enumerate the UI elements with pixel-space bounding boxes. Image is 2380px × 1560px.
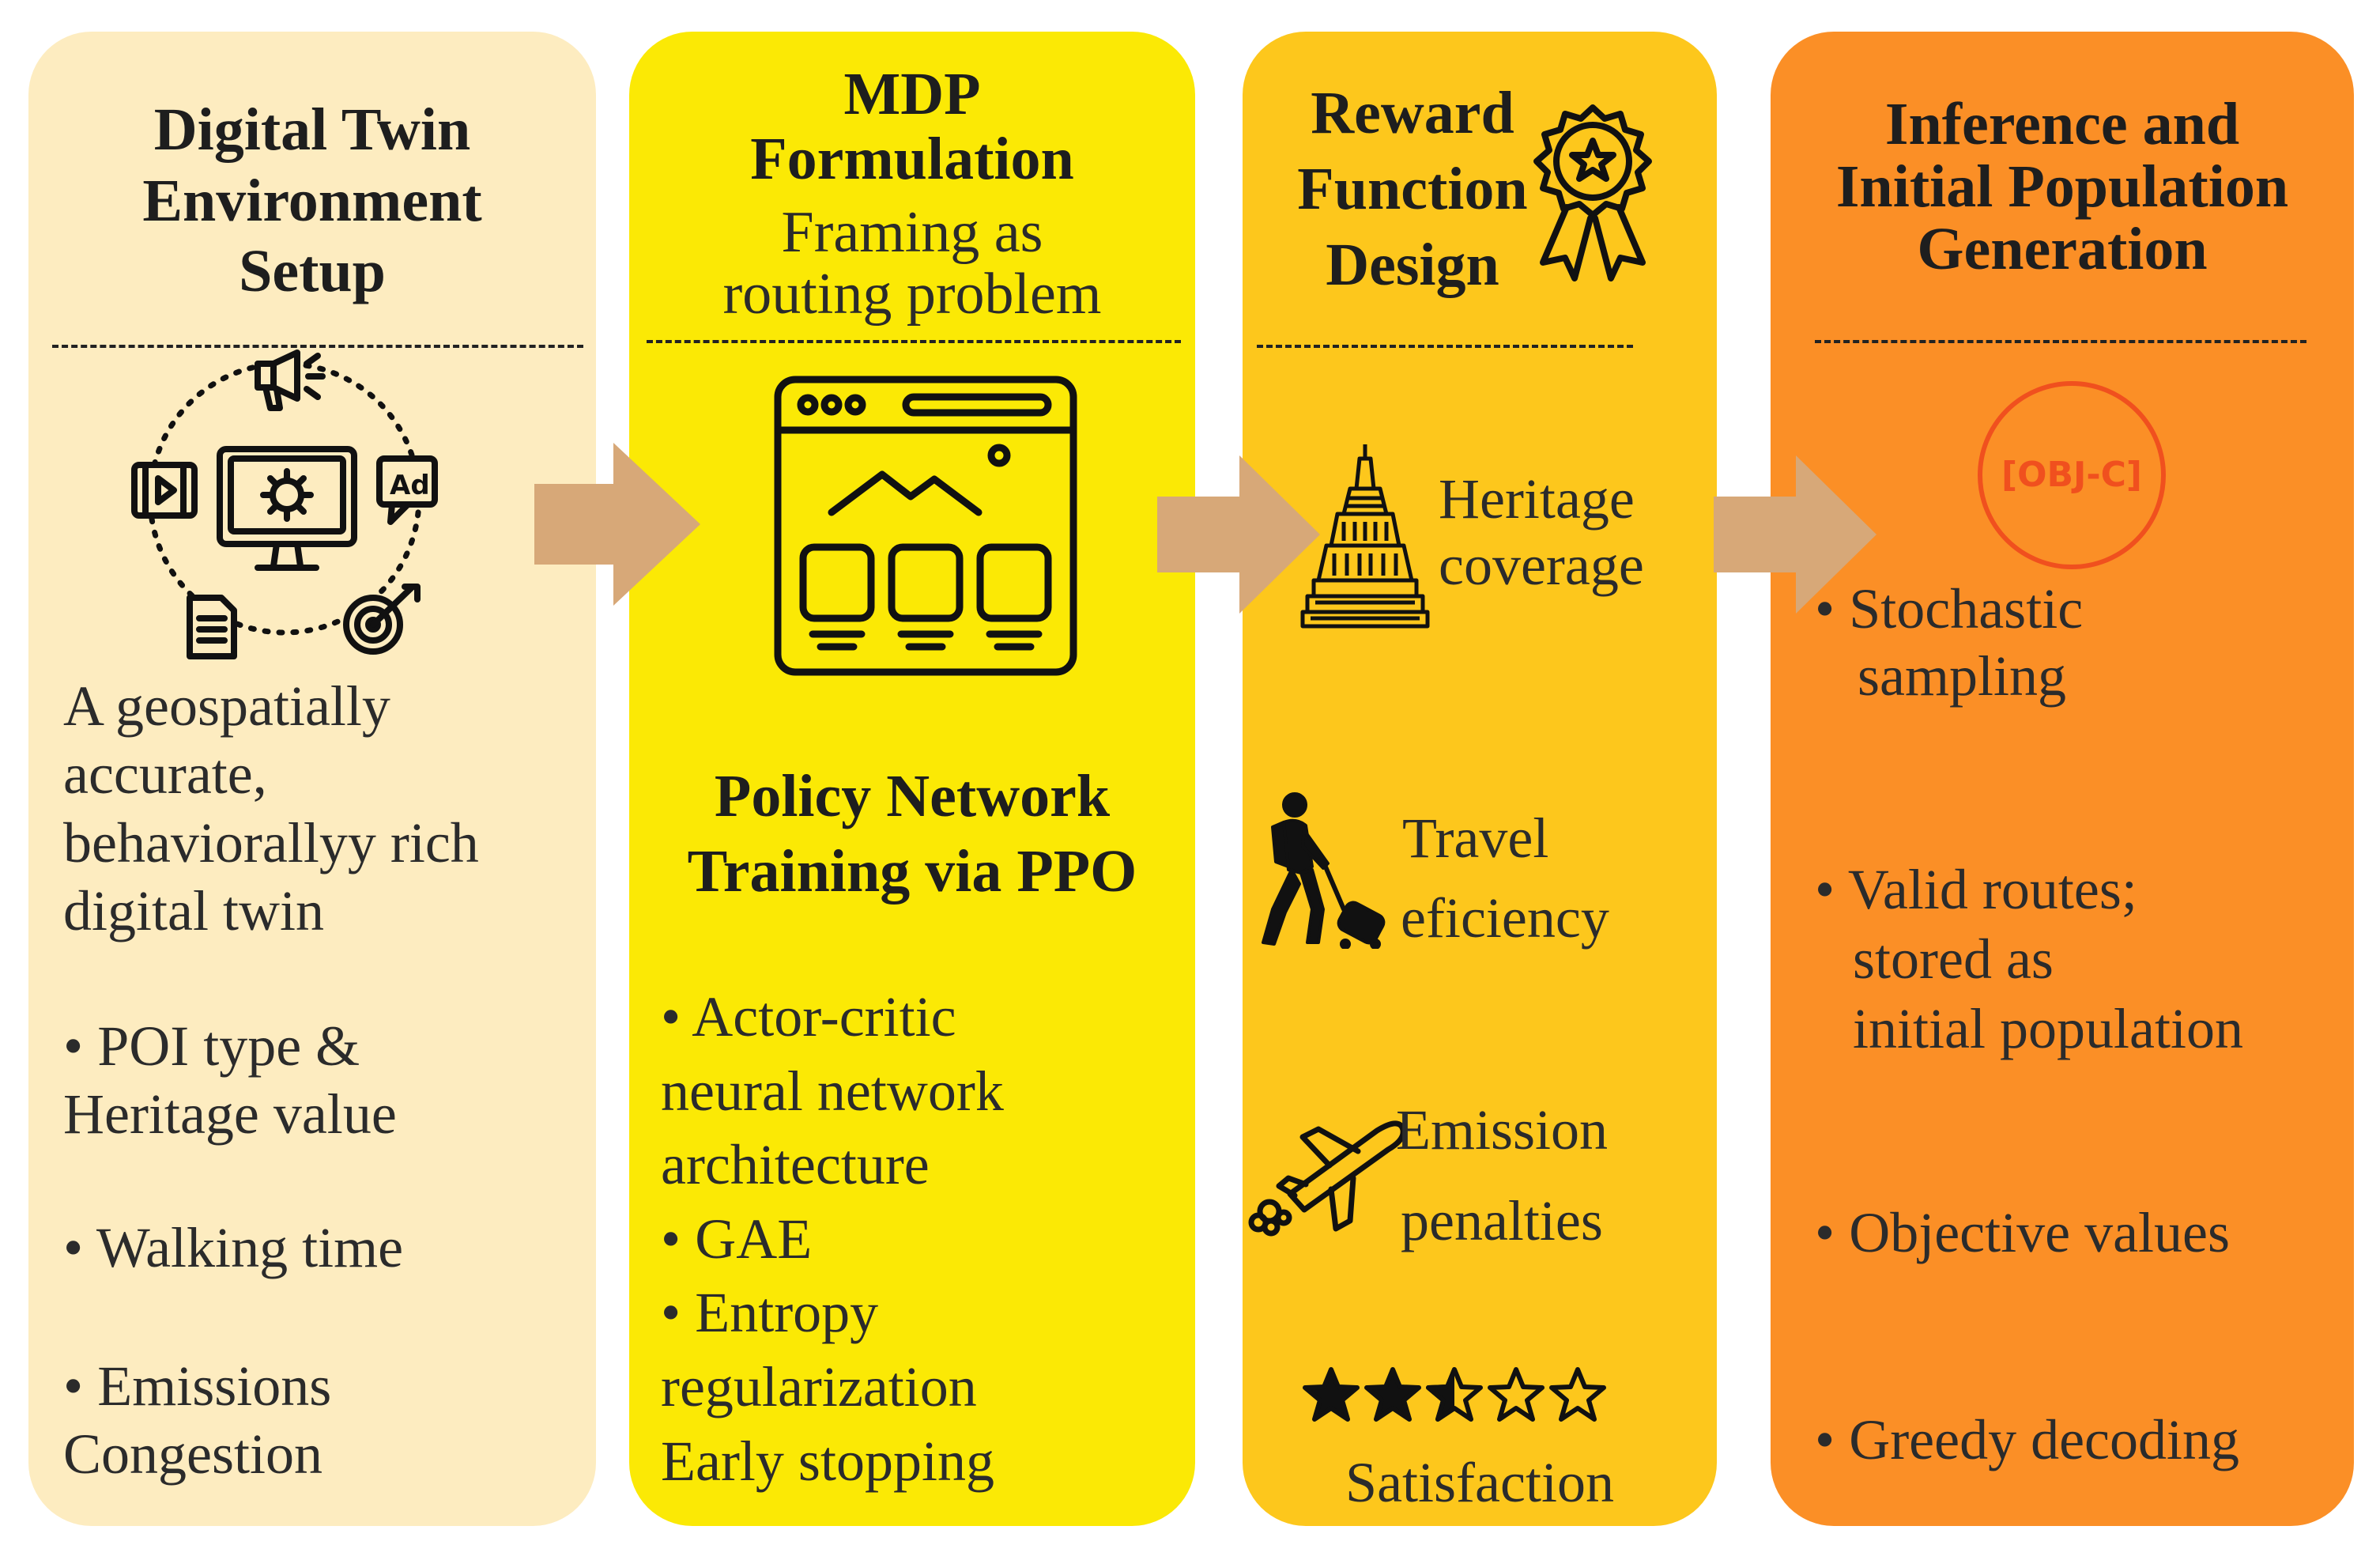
col4-bullet-line: • Stochastic [1815, 577, 2084, 640]
col1-title-line: Environment [142, 167, 482, 234]
col4-bullet-line: • Objective values [1815, 1201, 2231, 1264]
col4-bullet-line: sampling [1858, 644, 2066, 708]
svg-text:Ad: Ad [390, 470, 430, 501]
col4-bullet-line: initial population [1853, 996, 2243, 1060]
temple-icon [1299, 441, 1431, 631]
col3-title-line: Reward [1311, 80, 1514, 146]
col1-bullet: • POI type & Heritage value [63, 1012, 397, 1149]
col1-title-line: Setup [239, 238, 386, 305]
col1-bullet-line: Congestion [63, 1422, 323, 1486]
col4-title-line: Generation [1917, 216, 2208, 283]
col1-description: A geospatially accurate, behaviorallyy r… [63, 672, 479, 946]
col3-item-line: Travel [1402, 806, 1549, 870]
col1-description-line: behaviorallyy rich [63, 810, 479, 874]
col1-title-line: Digital Twin [153, 96, 471, 163]
col4-bullet: • Objective values [1815, 1199, 2230, 1267]
col2-bullet-line: • Entropy [661, 1281, 879, 1345]
col2-bullet-line: architecture [661, 1133, 930, 1197]
panel-inference [1771, 32, 2354, 1526]
col2-title: MDP Formulation [629, 62, 1195, 191]
obj-c-badge-label: [OBJ-C] [2001, 455, 2143, 495]
col4-bullet-line: • Valid routes; [1815, 858, 2137, 921]
col3-item-line: Emission [1396, 1098, 1609, 1162]
col3-item: Satisfaction [1243, 1449, 1717, 1517]
col2-section-title: Policy Network Training via PPO [629, 759, 1195, 909]
col4-bullet: • Greedy decoding [1815, 1406, 2239, 1474]
col3-title-line: Design [1326, 231, 1499, 298]
col1-bullet-line: • Emissions [63, 1354, 332, 1418]
col1-bullet-line: • Walking time [63, 1216, 404, 1279]
col3-item-line: penalties [1401, 1189, 1603, 1253]
col4-bullet-line: stored as [1853, 927, 2054, 991]
col4-bullet: • Stochastic sampling [1815, 576, 2083, 710]
col1-bullet: • Emissions Congestion [63, 1352, 331, 1489]
col3-item: Travel eficiency [1401, 799, 1609, 958]
col2-subtitle-line: Framing as [781, 200, 1043, 265]
col1-title: Digital Twin Environment Setup [28, 95, 596, 308]
col4-title-line: Inference and [1884, 91, 2240, 157]
col3-title-line: Function [1297, 155, 1528, 222]
col2-subtitle-line: routing problem [722, 261, 1102, 327]
col3-item: Emission penalties [1396, 1085, 1608, 1267]
flow-arrow [1157, 455, 1320, 618]
col4-divider [1815, 340, 2306, 343]
col2-bullet-line: Early stopping [661, 1429, 994, 1493]
col2-bullet-line: neural network [661, 1059, 1004, 1123]
flow-arrow [534, 443, 700, 610]
col1-description-line: digital twin [63, 879, 324, 943]
col2-section-title-line: Training via PPO [687, 838, 1137, 905]
col3-item-line: coverage [1439, 533, 1644, 597]
award-badge-icon [1519, 101, 1666, 291]
col2-bullet-line: regularization [661, 1354, 977, 1418]
col2-title-line: MDP [843, 61, 981, 127]
digital-twin-cluster-icon: Ad [119, 332, 451, 664]
browser-window-icon [771, 373, 1080, 678]
airplane-emission-icon [1243, 1099, 1409, 1241]
col2-bullet-line: • Actor-critic [661, 985, 956, 1048]
col1-description-line: accurate, [63, 742, 267, 806]
col1-bullet-line: Heritage value [63, 1082, 397, 1146]
col3-divider [1257, 345, 1633, 348]
panel-reward-function [1243, 32, 1717, 1526]
col3-item-line: Satisfaction [1345, 1451, 1614, 1514]
col4-bullet: • Valid routes; stored as initial popula… [1815, 856, 2243, 1063]
col2-section-title-line: Policy Network [714, 763, 1111, 829]
obj-c-badge: [OBJ-C] [1973, 376, 2171, 574]
col3-item-line: eficiency [1401, 886, 1609, 950]
col1-bullet: • Walking time [63, 1214, 403, 1282]
col3-title: Reward Function Design [1243, 76, 1582, 303]
col2-title-line: Formulation [750, 126, 1074, 193]
col1-description-line: A geospatially [63, 674, 390, 738]
col1-divider [52, 345, 583, 348]
col4-title-line: Initial Population [1835, 153, 2289, 221]
col2-bullets: • Actor-critic neural network architectu… [661, 980, 1004, 1498]
col3-item-line: Heritage [1439, 467, 1635, 531]
flow-arrow [1714, 455, 1876, 618]
col4-bullet-line: • Greedy decoding [1815, 1408, 2240, 1471]
col4-title: Inference and Initial Population Generat… [1771, 93, 2354, 281]
traveler-icon [1257, 791, 1396, 950]
col2-divider [647, 340, 1181, 343]
col3-item: Heritage coverage [1439, 466, 1644, 599]
panel-mdp-formulation [629, 32, 1195, 1526]
col1-bullet-line: • POI type & [63, 1014, 360, 1078]
col2-subtitle: Framing as routing problem [629, 202, 1195, 325]
col2-bullet-line: • GAE [661, 1207, 813, 1271]
stars-rating-icon [1303, 1366, 1608, 1425]
panel-digital-twin [28, 32, 596, 1526]
